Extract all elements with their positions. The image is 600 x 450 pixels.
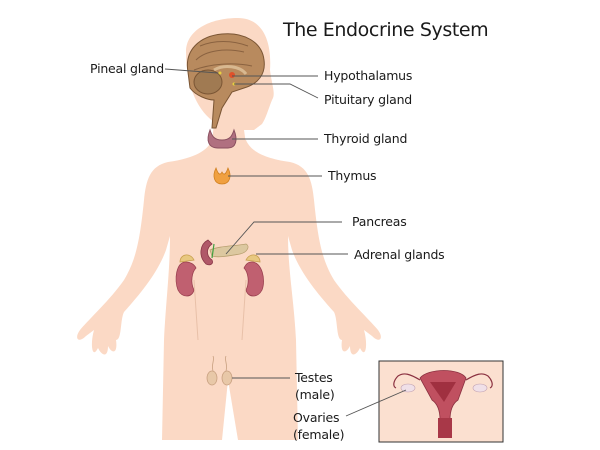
label-adrenal-glands: Adrenal glands bbox=[354, 247, 445, 262]
adrenal-glands-icon bbox=[179, 254, 261, 263]
label-ovaries: Ovaries bbox=[293, 410, 340, 425]
thymus-icon bbox=[213, 166, 231, 185]
label-pancreas: Pancreas bbox=[352, 214, 407, 229]
label-pineal-gland: Pineal gland bbox=[90, 61, 164, 76]
kidneys-icon bbox=[175, 261, 264, 341]
ovaries-inset bbox=[378, 360, 504, 443]
label-thyroid-gland: Thyroid gland bbox=[324, 131, 408, 146]
diagram-title: The Endocrine System bbox=[283, 19, 489, 41]
label-testes: Testes bbox=[295, 370, 333, 385]
label-pituitary-gland: Pituitary gland bbox=[324, 92, 413, 107]
label-thymus: Thymus bbox=[328, 168, 377, 183]
testes-icon bbox=[206, 355, 233, 386]
thyroid-icon bbox=[207, 128, 237, 149]
label-hypothalamus: Hypothalamus bbox=[324, 68, 413, 83]
leader-lines bbox=[164, 68, 407, 417]
brain-icon bbox=[186, 33, 265, 129]
label-testes-male: (male) bbox=[295, 387, 335, 402]
label-ovaries-female: (female) bbox=[293, 427, 345, 442]
